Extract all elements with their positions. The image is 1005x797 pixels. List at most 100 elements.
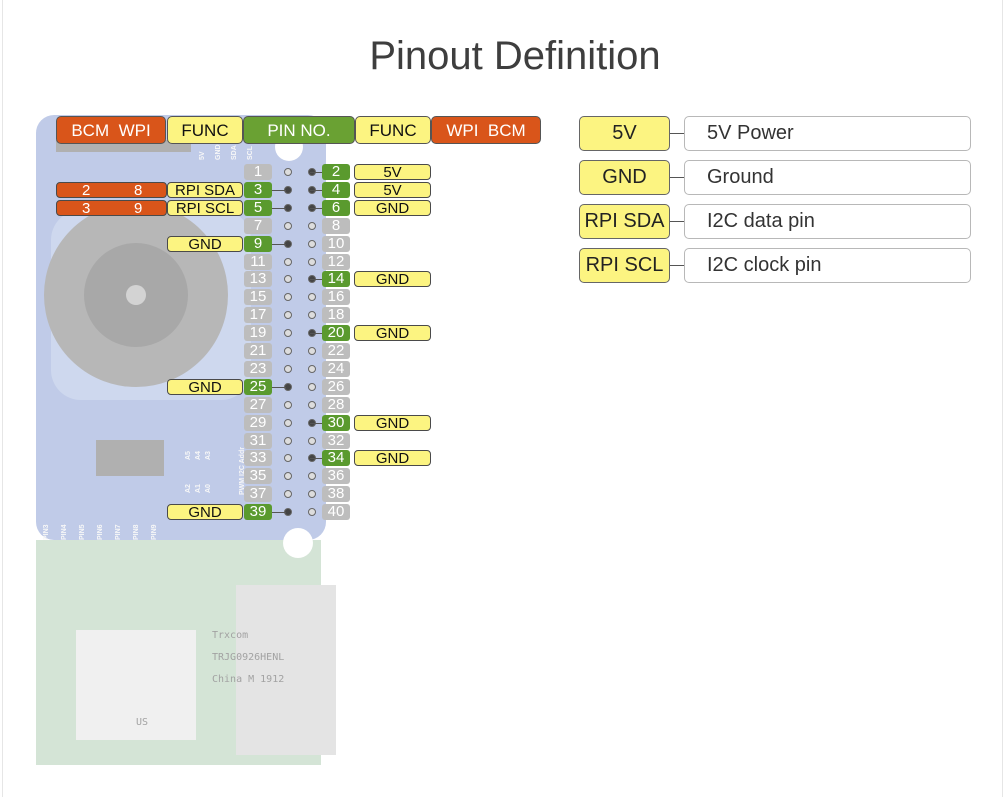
pin-18: 18	[322, 307, 350, 323]
func-label-30: GND	[354, 415, 431, 432]
header-wpi-label: WPI	[118, 121, 151, 140]
connector-5	[272, 208, 286, 209]
header-bcm-label: BCM	[71, 121, 110, 140]
pin-dot-24	[308, 365, 316, 373]
legend-description-2: I2C data pin	[684, 204, 971, 239]
legend-key-1: GND	[579, 160, 670, 195]
func-label-14: GND	[354, 271, 431, 288]
pin-38: 38	[322, 486, 350, 502]
pin-30: 30	[322, 415, 350, 431]
pin-21: 21	[244, 343, 272, 359]
pin-14: 14	[322, 271, 350, 287]
silk-pin4: PIN4	[61, 524, 68, 540]
connector-4	[310, 190, 322, 191]
pin-7: 7	[244, 218, 272, 234]
func-label-25: GND	[167, 379, 243, 396]
silk-a3: A3	[205, 451, 212, 460]
pin-9: 9	[244, 236, 272, 252]
pin-25: 25	[244, 379, 272, 395]
connector-2	[310, 172, 322, 173]
pin-16: 16	[322, 289, 350, 305]
func-label-2: 5V	[354, 164, 431, 181]
pin-dot-8	[308, 222, 316, 230]
pin-31: 31	[244, 433, 272, 449]
connector-34	[310, 458, 322, 459]
legend-connector-0	[670, 133, 684, 134]
silk-pin9: PIN9	[151, 524, 158, 540]
pin-dot-18	[308, 311, 316, 319]
pin-dot-13	[284, 275, 292, 283]
pin-dot-19	[284, 329, 292, 337]
legend-description-3: I2C clock pin	[684, 248, 971, 283]
pin-dot-12	[308, 258, 316, 266]
pin-22: 22	[322, 343, 350, 359]
header-func-right: FUNC	[355, 116, 431, 144]
pin-27: 27	[244, 397, 272, 413]
bcm-number: 2	[82, 182, 91, 199]
pin-dot-37	[284, 490, 292, 498]
pin-dot-32	[308, 437, 316, 445]
pin-dot-15	[284, 293, 292, 301]
pin-5: 5	[244, 200, 272, 216]
silk-a5: A5	[185, 451, 192, 460]
pin-dot-27	[284, 401, 292, 409]
connector-25	[272, 387, 286, 388]
connector-9	[272, 244, 286, 245]
pin-17: 17	[244, 307, 272, 323]
pin-20: 20	[322, 325, 350, 341]
silk-sda: SDA	[231, 145, 238, 160]
silk-pin8: PIN8	[133, 524, 140, 540]
pin-37: 37	[244, 486, 272, 502]
pin-dot-33	[284, 454, 292, 462]
func-label-39: GND	[167, 504, 243, 521]
pin-4: 4	[322, 182, 350, 198]
pin-dot-26	[308, 383, 316, 391]
silk-scl: SCL	[247, 145, 254, 160]
pin-6: 6	[322, 200, 350, 216]
legend-description-0: 5V Power	[684, 116, 971, 151]
pin-1: 1	[244, 164, 272, 180]
pin-35: 35	[244, 468, 272, 484]
jack-brand-text: Trxcom	[212, 630, 248, 641]
silk-a1: A1	[195, 484, 202, 493]
pin-13: 13	[244, 271, 272, 287]
pin-dot-31	[284, 437, 292, 445]
wpi-number: 9	[134, 200, 143, 217]
page-title: Pinout Definition	[369, 34, 661, 78]
legend-key-2: RPI SDA	[579, 204, 670, 239]
pin-3: 3	[244, 182, 272, 198]
header-bcm-label: BCM	[487, 121, 526, 140]
pin-28: 28	[322, 397, 350, 413]
pin-15: 15	[244, 289, 272, 305]
func-label-4: 5V	[354, 182, 431, 199]
pin-24: 24	[322, 361, 350, 377]
pin-39: 39	[244, 504, 272, 520]
silk-a0: A0	[205, 484, 212, 493]
pin-32: 32	[322, 433, 350, 449]
pin-dot-22	[308, 347, 316, 355]
pin-23: 23	[244, 361, 272, 377]
header-bcm-wpi-left: BCM WPI	[56, 116, 166, 144]
pin-10: 10	[322, 236, 350, 252]
pin-dot-7	[284, 222, 292, 230]
silk-a2: A2	[185, 484, 192, 493]
pin-33: 33	[244, 450, 272, 466]
header-pin-no: PIN NO.	[243, 116, 355, 144]
pin-36: 36	[322, 468, 350, 484]
legend-connector-2	[670, 221, 684, 222]
jack-model-text: TRJG0926HENL	[212, 652, 284, 663]
legend-description-1: Ground	[684, 160, 971, 195]
legend-key-0: 5V	[579, 116, 670, 151]
pin-dot-17	[284, 311, 292, 319]
pin-dot-21	[284, 347, 292, 355]
pin-19: 19	[244, 325, 272, 341]
pin-dot-29	[284, 419, 292, 427]
pin-40: 40	[322, 504, 350, 520]
pin-34: 34	[322, 450, 350, 466]
func-label-9: GND	[167, 236, 243, 253]
legend-key-3: RPI SCL	[579, 248, 670, 283]
pin-dot-28	[308, 401, 316, 409]
